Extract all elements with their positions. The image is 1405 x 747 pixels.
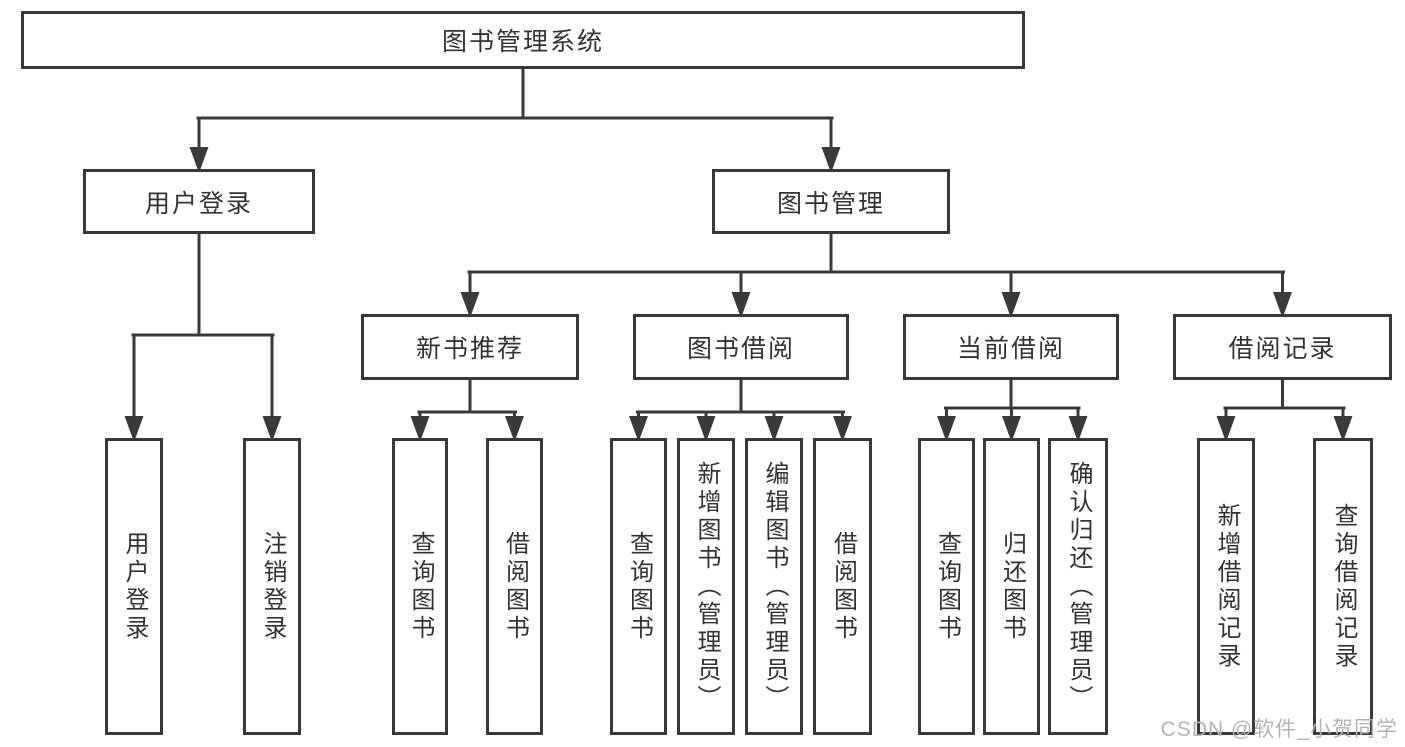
node-book-mgmt: 图书管理 bbox=[712, 169, 950, 234]
arrowhead-icon bbox=[696, 416, 716, 442]
arrowhead-icon bbox=[460, 292, 480, 318]
node-label: 借阅图书 bbox=[501, 530, 529, 643]
node-root: 图书管理系统 bbox=[21, 11, 1025, 69]
arrowhead-icon bbox=[410, 416, 430, 442]
arrowhead-icon bbox=[1002, 416, 1021, 442]
node-bb-query: 查询图书 bbox=[610, 438, 667, 735]
node-label: 图书管理 bbox=[776, 189, 885, 218]
watermark: CSDN @软件_小贺同学 bbox=[1160, 718, 1398, 741]
node-label: 新增图书（管理员） bbox=[693, 460, 720, 713]
arrowhead-icon bbox=[1068, 416, 1088, 442]
node-user-login: 用户登录 bbox=[83, 169, 315, 234]
node-label: 用户登录 bbox=[121, 530, 148, 643]
arrowhead-icon bbox=[937, 416, 956, 442]
node-label: 查询借阅记录 bbox=[1330, 502, 1357, 671]
node-label: 归还图书 bbox=[998, 530, 1026, 643]
node-label: 查询图书 bbox=[625, 530, 653, 643]
node-borrow-record: 借阅记录 bbox=[1173, 314, 1392, 380]
node-cb-query: 查询图书 bbox=[918, 438, 975, 735]
node-rec-query: 查询图书 bbox=[392, 438, 448, 735]
node-label: 当前借阅 bbox=[956, 335, 1065, 363]
arrowhead-icon bbox=[1273, 292, 1292, 318]
arrowhead-icon bbox=[731, 292, 751, 318]
arrowhead-icon bbox=[833, 416, 852, 442]
node-label: 图书借阅 bbox=[686, 335, 795, 363]
arrowhead-icon bbox=[764, 416, 784, 442]
node-br-add: 新增借阅记录 bbox=[1197, 438, 1255, 735]
node-cb-confirm: 确认归还（管理员） bbox=[1048, 438, 1108, 735]
node-label: 确认归还（管理员） bbox=[1065, 460, 1092, 713]
arrowhead-icon bbox=[1333, 416, 1353, 442]
node-cb-return: 归还图书 bbox=[983, 438, 1040, 735]
node-label: 借阅图书 bbox=[829, 530, 857, 643]
node-book-borrow: 图书借阅 bbox=[633, 314, 849, 380]
node-rec-borrow: 借阅图书 bbox=[486, 438, 543, 735]
node-label: 新增借阅记录 bbox=[1213, 502, 1240, 671]
arrowhead-icon bbox=[821, 147, 841, 173]
arrowhead-icon bbox=[124, 416, 144, 442]
node-label: 新书推荐 bbox=[415, 335, 524, 363]
node-bb-add: 新增图书（管理员） bbox=[677, 438, 735, 735]
node-bb-edit: 编辑图书（管理员） bbox=[745, 438, 803, 735]
node-label: 编辑图书（管理员） bbox=[761, 460, 788, 713]
node-label: 借阅记录 bbox=[1228, 335, 1337, 363]
arrowhead-icon bbox=[262, 416, 282, 442]
arrowhead-icon bbox=[189, 147, 209, 173]
node-br-query: 查询借阅记录 bbox=[1313, 438, 1373, 735]
node-label: 查询图书 bbox=[933, 530, 961, 643]
node-label: 注销登录 bbox=[259, 530, 286, 643]
arrowhead-icon bbox=[1001, 292, 1021, 318]
node-current-borrow: 当前借阅 bbox=[903, 314, 1119, 380]
node-new-book-rec: 新书推荐 bbox=[361, 314, 579, 380]
arrowhead-icon bbox=[505, 416, 524, 442]
node-logout: 注销登录 bbox=[243, 438, 301, 735]
node-login: 用户登录 bbox=[105, 438, 163, 735]
node-bb-borrow: 借阅图书 bbox=[813, 438, 872, 735]
node-label: 用户登录 bbox=[144, 189, 253, 218]
node-label: 查询图书 bbox=[407, 530, 434, 643]
arrowhead-icon bbox=[1216, 416, 1236, 442]
arrowhead-icon bbox=[629, 416, 648, 442]
node-label: 图书管理系统 bbox=[441, 28, 604, 56]
